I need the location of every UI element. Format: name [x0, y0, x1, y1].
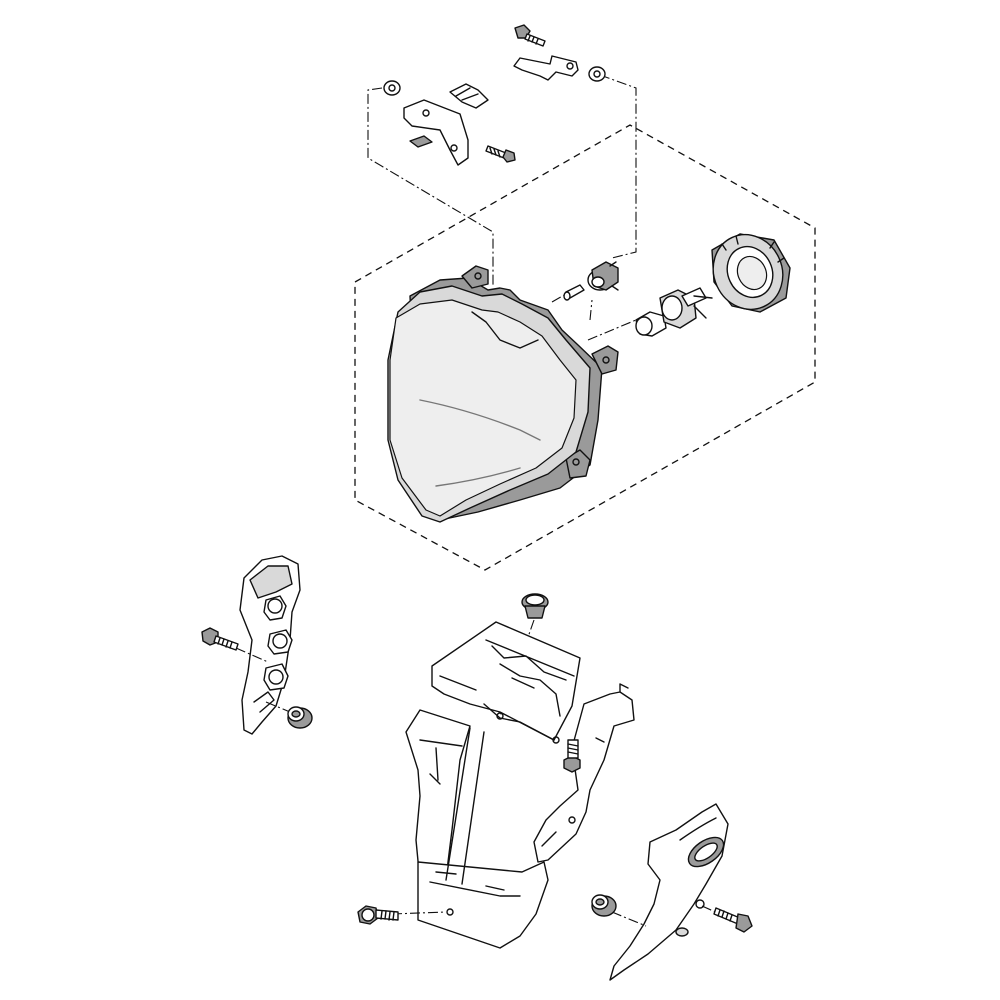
bolt-stay-lower	[357, 905, 447, 925]
grommet-left	[265, 701, 313, 729]
bolt-top-left	[485, 145, 516, 163]
headlight-assembly	[387, 265, 619, 523]
position-bulb	[563, 284, 585, 301]
bolt-left-cover	[201, 627, 269, 663]
bulb-dust-cover	[711, 233, 791, 313]
headlight-group-outline	[354, 124, 816, 571]
side-cover-right	[609, 803, 729, 981]
washer-left	[383, 80, 401, 96]
bolt-stay-center	[563, 739, 581, 773]
washer-right	[588, 66, 606, 82]
headlight-stay	[405, 621, 635, 949]
bolt-top-right	[514, 24, 546, 47]
headlight-bulb	[635, 287, 713, 337]
headlight-lens	[389, 299, 577, 517]
bolt-right-cover	[701, 905, 753, 933]
adjuster-bracket-left	[383, 80, 516, 166]
position-socket	[587, 261, 619, 291]
adjuster-bracket-right	[513, 24, 606, 82]
side-cover-left	[239, 555, 301, 735]
grommet-right	[591, 894, 647, 927]
